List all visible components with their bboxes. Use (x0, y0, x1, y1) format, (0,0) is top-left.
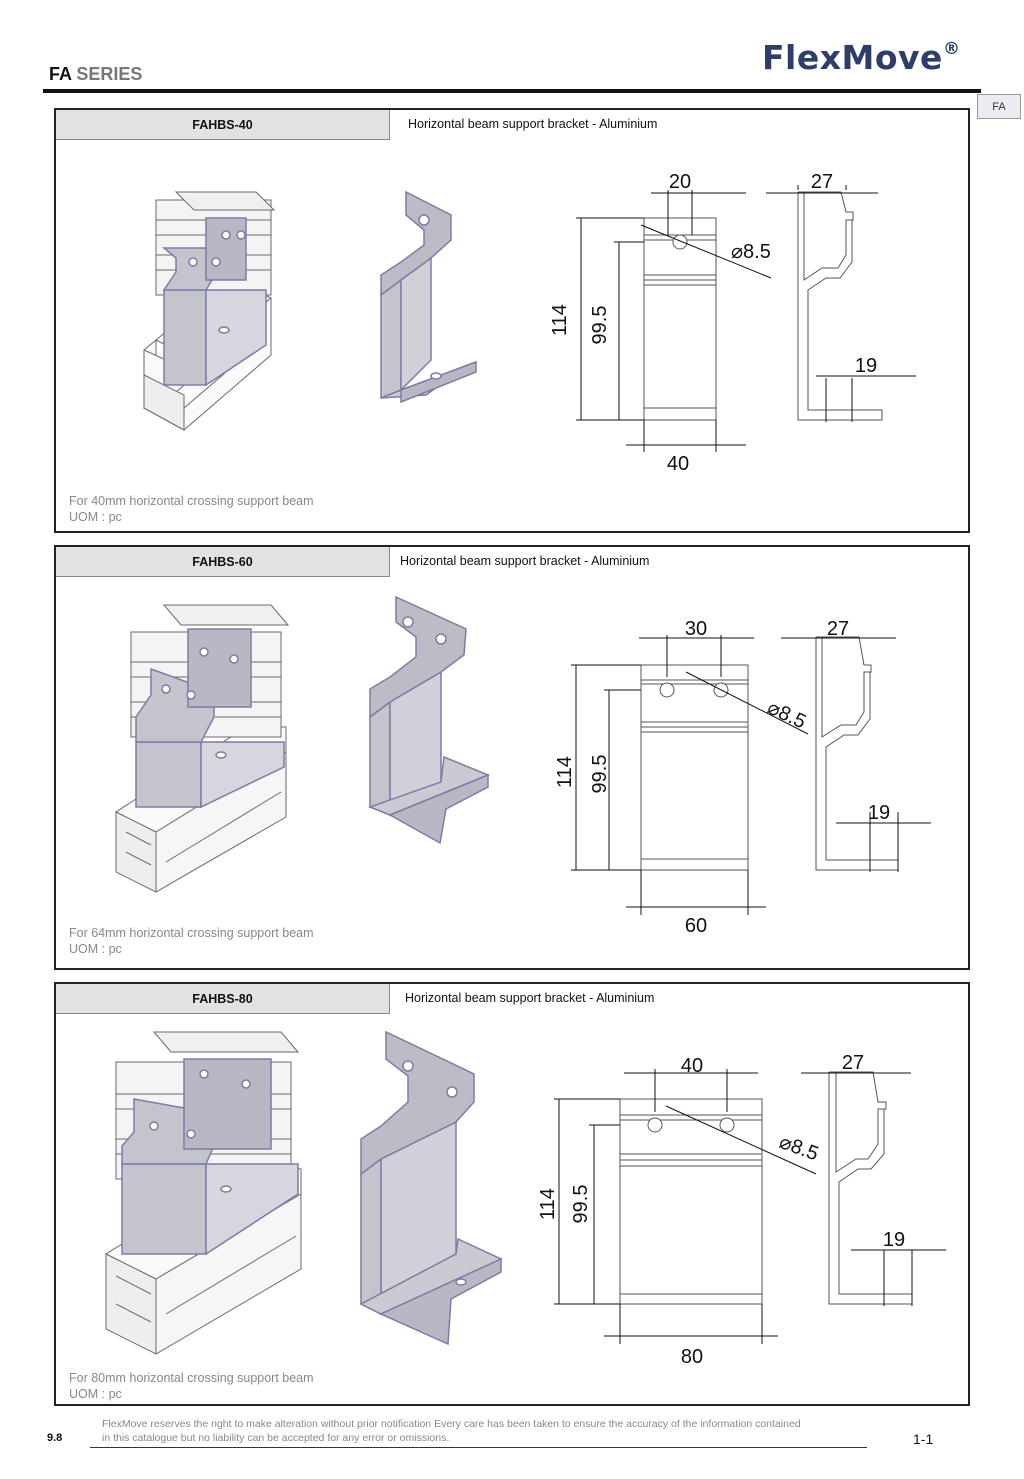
dim-hole-diameter: ⌀8.5 (764, 697, 809, 734)
note-line-1: For 40mm horizontal crossing support bea… (69, 494, 314, 508)
dim-height: 114 (537, 1188, 559, 1220)
bracket-isometric (359, 1030, 503, 1346)
product-drawing: 30 27 ⌀8.5 114 99.5 60 19 (114, 595, 931, 937)
side-tab-fa[interactable]: FA (977, 94, 1021, 119)
product-panel-fahbs-80: FAHBS-80 Horizontal beam support bracket… (54, 982, 970, 1406)
dim-hole-height: 99.5 (589, 306, 611, 345)
brand-name: FlexMove (762, 38, 943, 77)
product-panel-fahbs-40: FAHBS-40 Horizontal beam support bracket… (54, 108, 970, 533)
disclaimer: FlexMove reserves the right to make alte… (102, 1417, 872, 1445)
dimension-labels: 20 27 ⌀8.5 114 99.5 40 19 (549, 171, 877, 475)
assembly-bracket (121, 1058, 299, 1256)
page-number: 1-1 (913, 1431, 934, 1447)
assembly-bracket (135, 628, 285, 809)
dim-hole-height: 99.5 (589, 755, 611, 794)
series-suffix: SERIES (76, 64, 143, 84)
note-line-1: For 64mm horizontal crossing support bea… (69, 926, 314, 940)
bracket-isometric (367, 595, 490, 845)
product-note: For 40mm horizontal crossing support bea… (69, 493, 314, 525)
dim-flange: 19 (868, 802, 890, 824)
side-view (828, 1071, 913, 1305)
product-code: FAHBS-60 (56, 547, 390, 577)
dim-depth: 27 (811, 171, 833, 193)
dimension-lines (554, 1069, 946, 1344)
note-line-2: UOM : pc (69, 510, 122, 524)
series-prefix: FA (49, 64, 72, 84)
series-title: FA SERIES (49, 64, 142, 85)
dimension-labels: 30 27 ⌀8.5 114 99.5 60 19 (554, 618, 890, 937)
dimension-lines (571, 635, 931, 915)
side-view (815, 636, 899, 871)
dim-height: 114 (549, 304, 571, 336)
note-line-2: UOM : pc (69, 942, 122, 956)
product-note: For 64mm horizontal crossing support bea… (69, 925, 314, 957)
dim-hole: 8.5 (775, 702, 810, 734)
product-note: For 80mm horizontal crossing support bea… (69, 1370, 314, 1402)
header-rule (43, 89, 981, 93)
dim-flange: 19 (883, 1229, 905, 1251)
front-view (643, 217, 717, 421)
dim-width: 80 (681, 1346, 703, 1368)
registered-mark: ® (942, 39, 961, 59)
dim-flange: 19 (855, 355, 877, 377)
brand-logo: FlexMove® (762, 38, 960, 77)
front-view (640, 664, 749, 871)
dim-depth: 27 (842, 1052, 864, 1074)
product-drawing: 20 27 ⌀8.5 114 99.5 40 19 (143, 171, 916, 475)
dimension-lines (576, 185, 916, 452)
section-page-number: 9.8 (47, 1432, 63, 1444)
dim-hole-height: 99.5 (570, 1185, 592, 1224)
note-line-1: For 80mm horizontal crossing support bea… (69, 1371, 314, 1385)
dim-top-width: 40 (681, 1055, 703, 1077)
disclaimer-line-1: FlexMove reserves the right to make alte… (102, 1418, 801, 1430)
dim-top-width: 30 (685, 618, 707, 640)
footer-rule (90, 1447, 867, 1448)
product-code: FAHBS-80 (56, 984, 390, 1014)
note-line-2: UOM : pc (69, 1387, 122, 1401)
dim-hole-diameter: ⌀8.5 (731, 241, 771, 263)
product-drawing: 40 27 ⌀8.5 114 99.5 80 19 (104, 1030, 946, 1368)
dim-width: 40 (667, 453, 689, 475)
dim-top-width: 20 (669, 171, 691, 193)
dim-hole-diameter: ⌀8.5 (776, 1131, 821, 1165)
dim-depth: 27 (827, 618, 849, 640)
dim-hole: 8.5 (788, 1135, 822, 1165)
side-view (797, 191, 883, 421)
dim-hole: 8.5 (743, 241, 771, 263)
dim-width: 60 (685, 915, 707, 937)
product-description: Horizontal beam support bracket - Alumin… (400, 554, 650, 568)
assembly-bracket (161, 217, 267, 387)
front-view (619, 1098, 763, 1305)
product-panel-fahbs-60: FAHBS-60 Horizontal beam support bracket… (54, 545, 970, 970)
product-description: Horizontal beam support bracket - Alumin… (408, 117, 658, 131)
product-code: FAHBS-40 (56, 110, 390, 140)
dim-height: 114 (554, 756, 576, 788)
bracket-isometric (380, 190, 477, 404)
disclaimer-line-2: in this catalogue but no liability can b… (102, 1432, 450, 1444)
product-description: Horizontal beam support bracket - Alumin… (405, 991, 655, 1005)
